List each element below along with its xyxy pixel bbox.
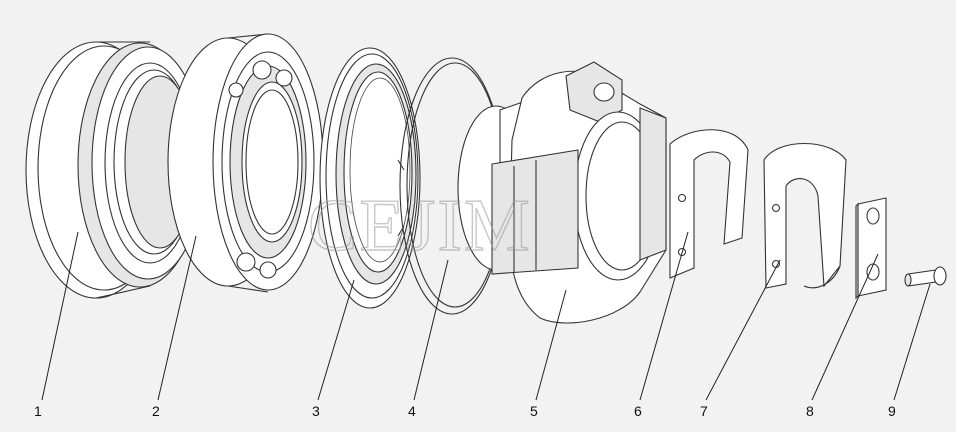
part-7-spring-clip (763, 143, 847, 289)
part-label-4: 4 (408, 403, 416, 419)
part-2-ball-bearing (167, 33, 324, 293)
part-label-3: 3 (312, 403, 320, 419)
part-label-1: 1 (34, 403, 42, 419)
part-9-pin (904, 266, 947, 287)
part-label-5: 5 (530, 403, 538, 419)
part-label-2: 2 (152, 403, 160, 419)
part-label-8: 8 (806, 403, 814, 419)
part-8-plate (855, 197, 887, 300)
part-5-bearing-carrier (457, 61, 667, 324)
part-label-6: 6 (634, 403, 642, 419)
part-labels: 1 2 3 4 5 6 7 8 9 (34, 403, 896, 419)
watermark-text: CEJIM (308, 185, 532, 267)
part-label-7: 7 (700, 403, 708, 419)
leader-lines (41, 231, 931, 401)
part-label-9: 9 (888, 403, 896, 419)
part-3-seal-ring (319, 47, 421, 309)
